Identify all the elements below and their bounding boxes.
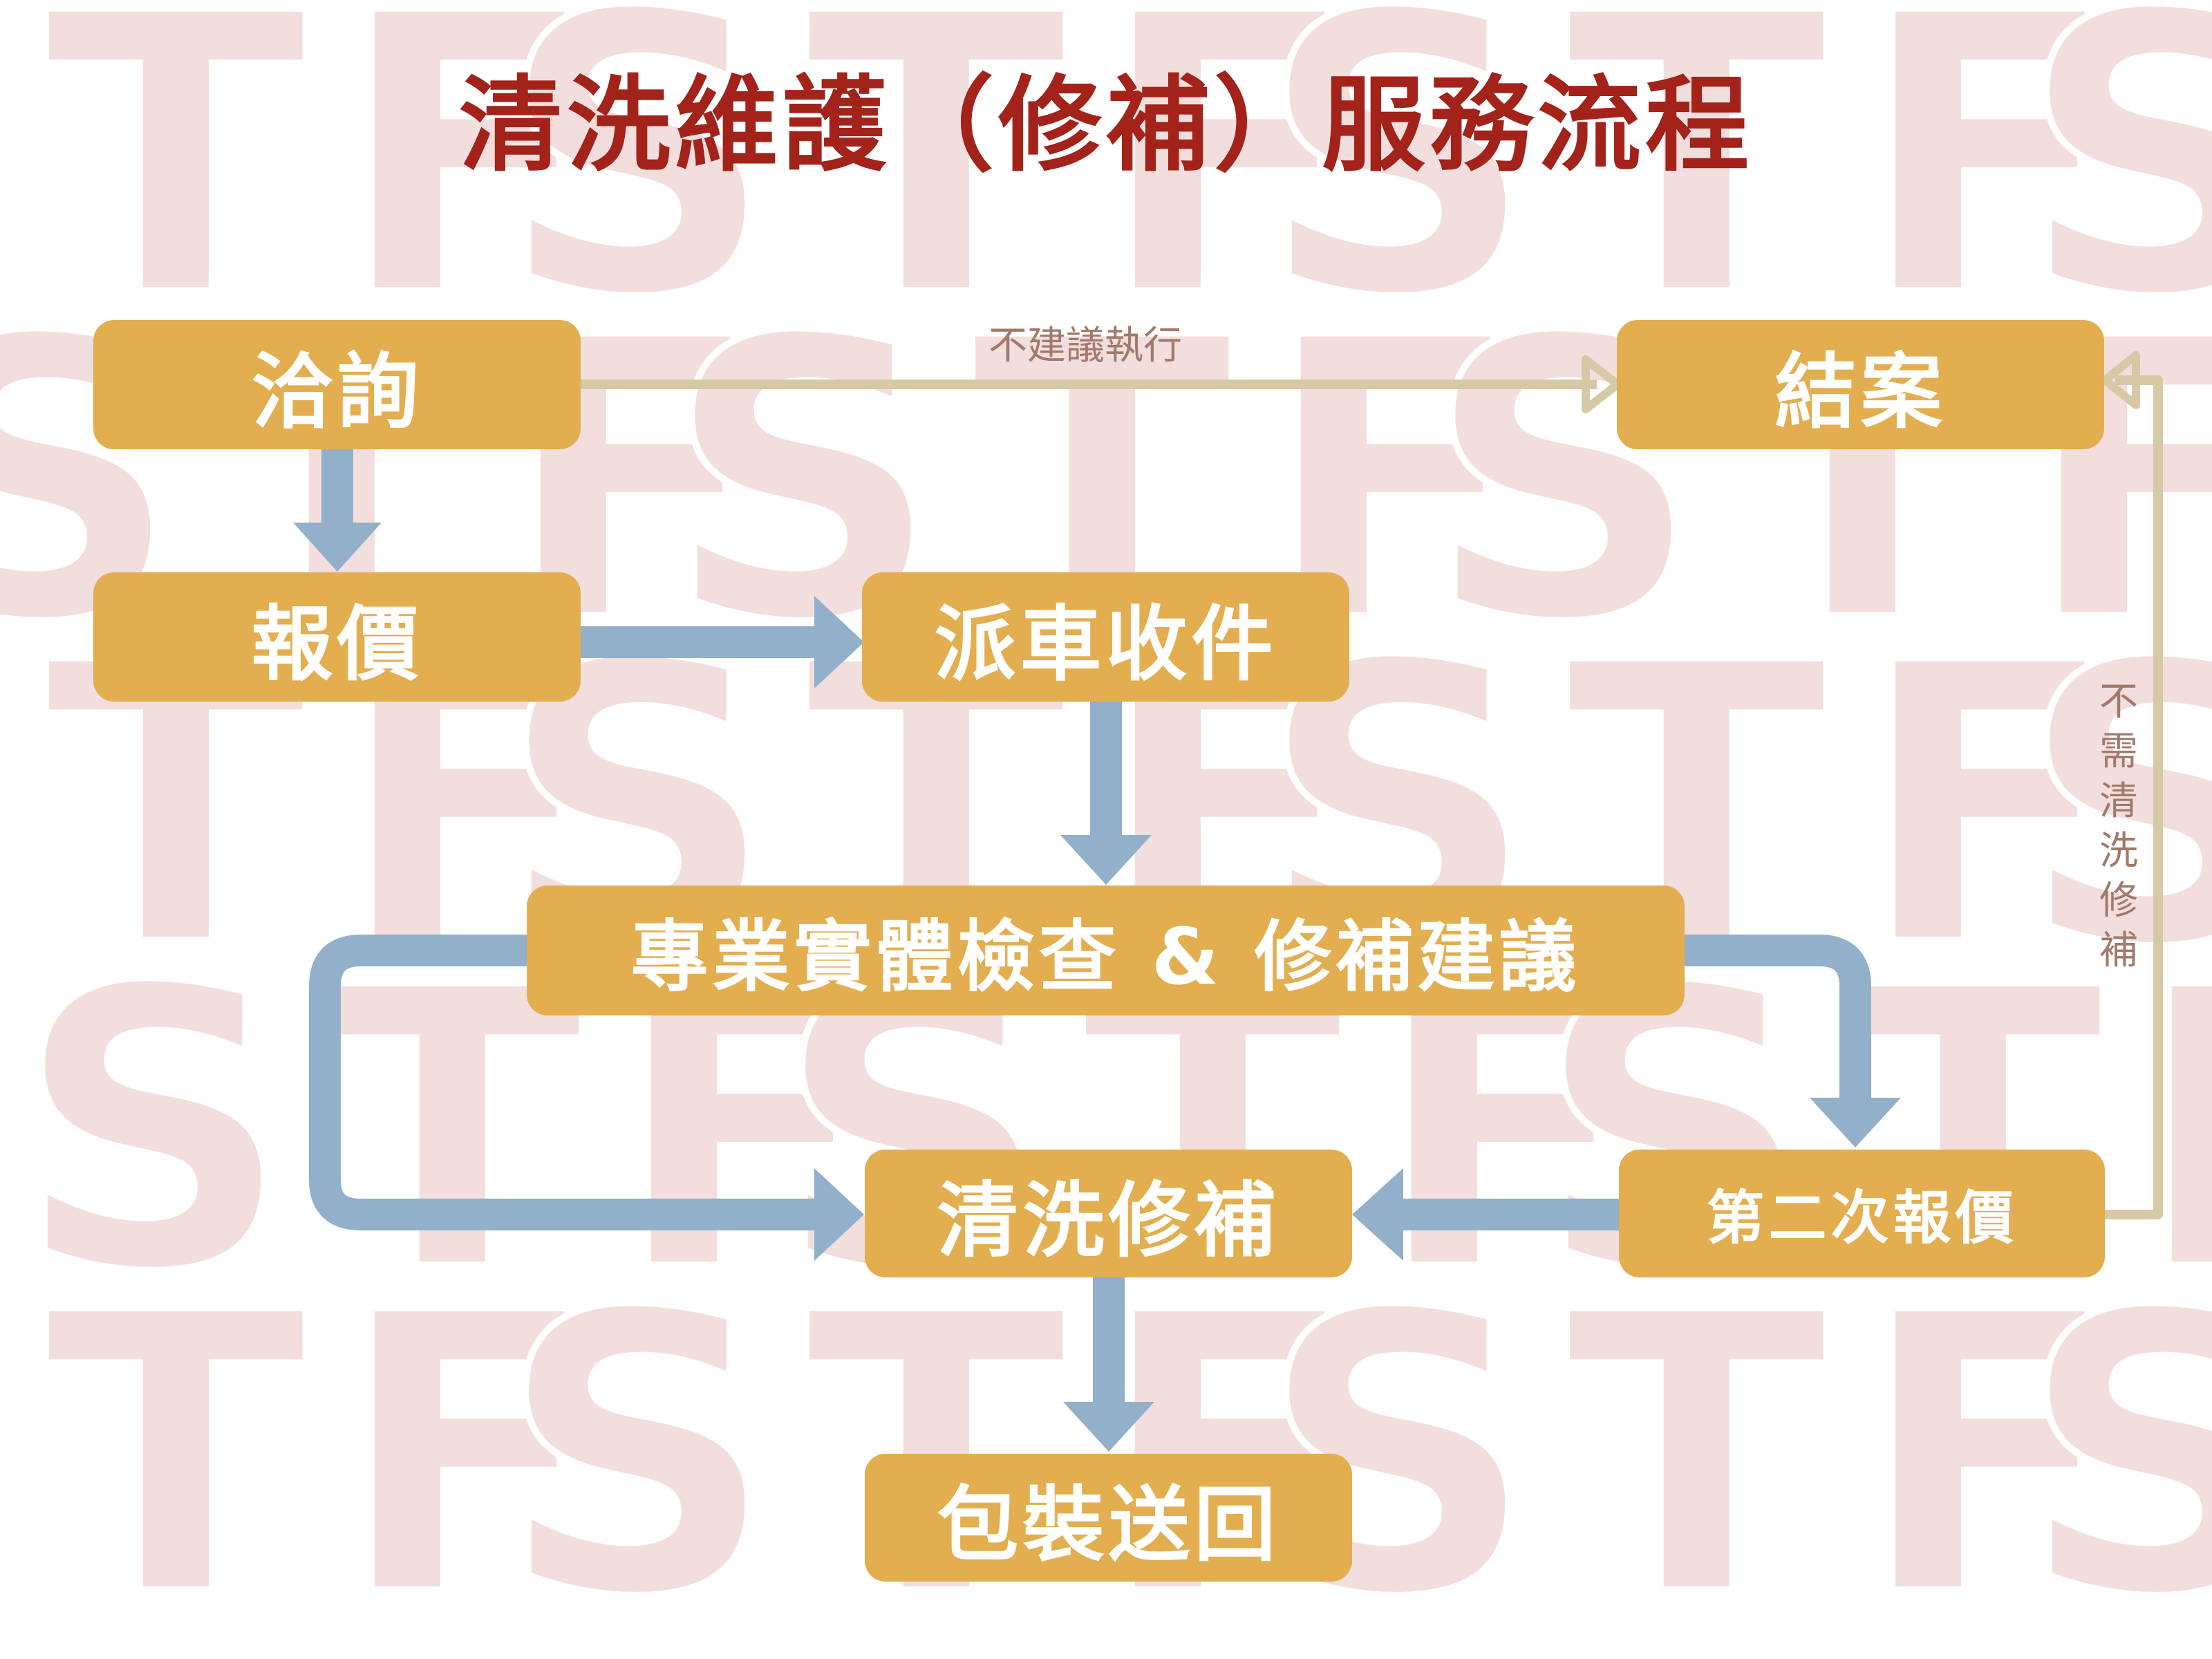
- node-quote: 報價: [93, 572, 581, 702]
- watermark-row-3d: STF: [2018, 581, 2212, 1032]
- node-pack: 包裝送回: [865, 1454, 1352, 1582]
- node-repair: 清洗修補: [865, 1150, 1352, 1277]
- arrowhead-quote: [293, 523, 382, 572]
- arrowhead-repair-left: [814, 1168, 864, 1261]
- label-not-recommended: 不建議執行: [988, 324, 1182, 368]
- arrow-inspect-to-repair: [309, 935, 817, 1230]
- arrowhead-inspect: [1060, 835, 1152, 885]
- node-consult: 洽詢: [93, 320, 581, 449]
- arrowhead-repair-right: [1352, 1168, 1403, 1261]
- watermark-row-3c: STF: [1258, 581, 2148, 1032]
- label-no-repair-needed: 不需清洗修補: [2099, 679, 2138, 973]
- watermark-row-5d: STF: [2018, 1231, 2212, 1659]
- watermark-row-1: STF: [0, 0, 628, 382]
- arrowhead-second-quote: [1810, 1098, 1901, 1147]
- arrowhead-pickup: [814, 596, 864, 688]
- watermark-row-1c: STF: [1258, 0, 2148, 382]
- watermark-row-5c: STF: [1258, 1231, 2148, 1659]
- node-pickup: 派車收件: [862, 572, 1349, 702]
- watermark-row-5b: STF: [498, 1231, 1388, 1659]
- arrowhead-close-left: [1582, 355, 1622, 413]
- arrowhead-close-right: [2101, 351, 2140, 409]
- node-inspect: 專業實體檢查 & 修補建議: [527, 885, 1685, 1015]
- arrow-inspect-to-second-quote: [1685, 935, 1871, 1100]
- watermark-row-5: STF: [0, 1231, 628, 1659]
- page-title: 清洗維護（修補）服務流程: [458, 66, 1753, 186]
- watermark-row-1b: STF: [498, 0, 1388, 382]
- node-close: 結案: [1617, 320, 2104, 449]
- node-second-quote: 第二次報價: [1619, 1150, 2105, 1277]
- arrowhead-pack: [1063, 1402, 1154, 1452]
